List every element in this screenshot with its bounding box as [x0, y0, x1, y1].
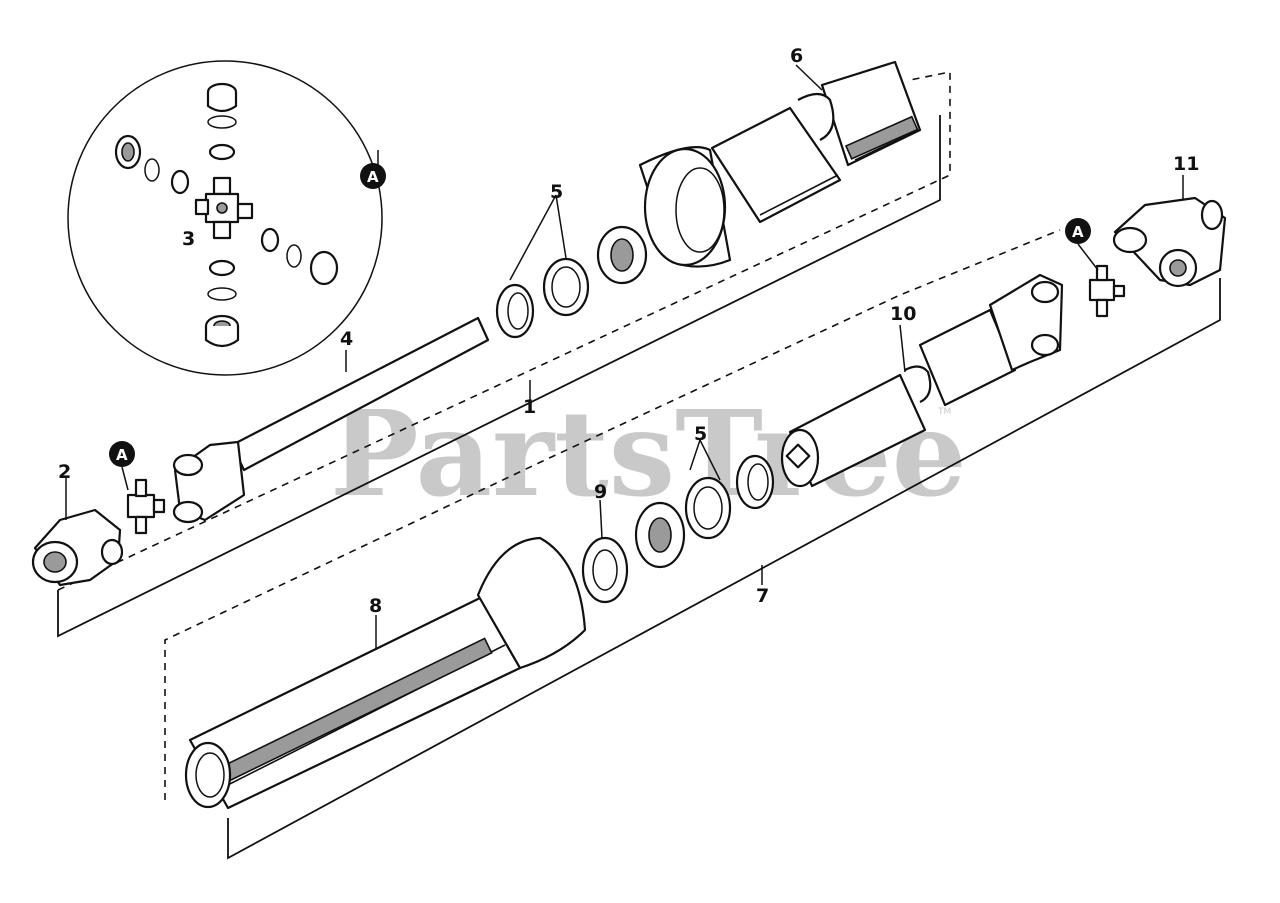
watermark-tm: TM — [937, 407, 951, 417]
lower-shaft-assembly — [164, 196, 1227, 860]
callout-7: 7 — [756, 585, 769, 607]
upper-shaft-assembly — [31, 60, 951, 638]
svg-text:A: A — [116, 446, 128, 464]
badge-a-detail: A — [360, 163, 386, 189]
callout-9: 9 — [594, 481, 607, 503]
callout-6: 6 — [790, 45, 803, 67]
callout-5-upper: 5 — [550, 181, 563, 203]
callout-2: 2 — [58, 461, 71, 483]
callout-4: 4 — [340, 328, 353, 350]
badge-a-right: A — [1065, 218, 1099, 271]
callout-10: 10 — [890, 303, 916, 325]
badge-a-left: A — [109, 441, 135, 491]
callout-3: 3 — [182, 228, 195, 250]
svg-text:A: A — [1072, 223, 1084, 241]
u-joint-detail-circle — [67, 60, 383, 376]
svg-text:A: A — [367, 168, 379, 186]
callout-5-lower: 5 — [694, 423, 707, 445]
leader-lines — [65, 64, 1184, 650]
callout-1: 1 — [523, 396, 536, 418]
callout-11: 11 — [1173, 153, 1199, 175]
callout-8: 8 — [369, 595, 382, 617]
